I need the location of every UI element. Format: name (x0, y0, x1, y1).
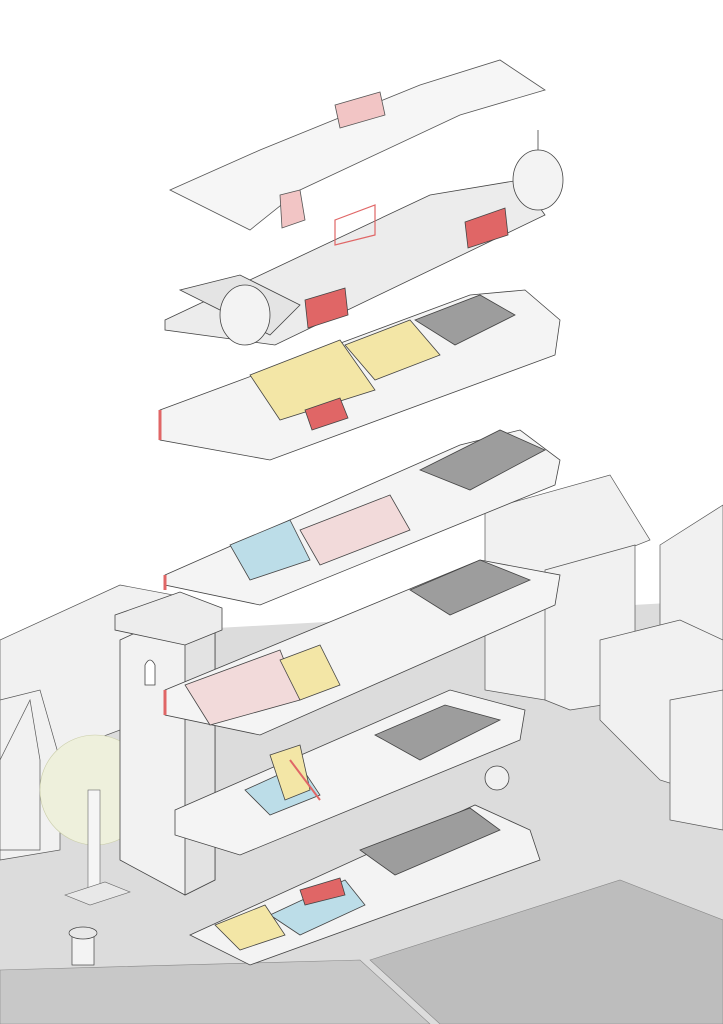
right-buildings (484, 474, 723, 831)
top-roof (169, 59, 546, 231)
second-floor-level (163, 559, 561, 736)
dome-left (219, 284, 271, 346)
third-floor-level (163, 429, 561, 606)
dome-right (512, 149, 564, 211)
fourth-floor-level (158, 289, 561, 461)
city-block-lower-right (369, 879, 723, 1024)
kiosk (68, 926, 98, 966)
ground-floor-level (189, 804, 541, 966)
street-lower (0, 959, 431, 1024)
roof-with-domes (164, 130, 564, 346)
tower (114, 591, 223, 896)
first-floor-level (174, 689, 526, 856)
